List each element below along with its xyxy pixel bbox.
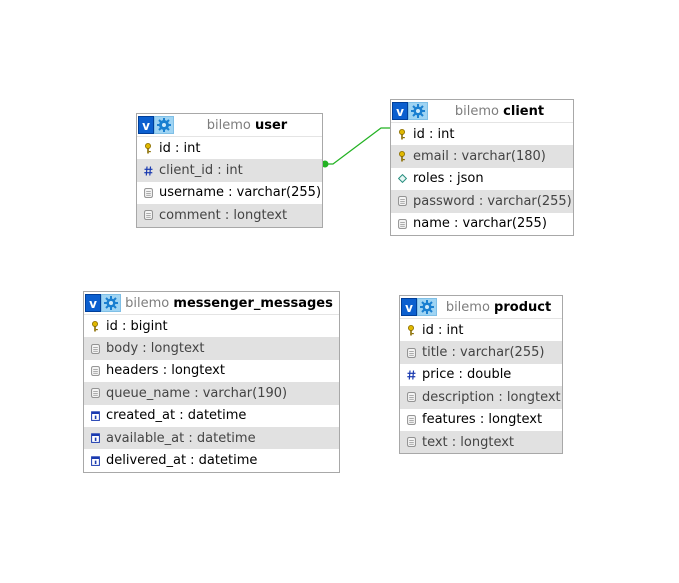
column-icon <box>88 366 102 376</box>
table-user[interactable]: v bilemo user id : int client_id : int use… <box>136 113 323 228</box>
column-row[interactable]: available_at : datetime <box>84 426 339 450</box>
gear-icon[interactable] <box>101 294 121 312</box>
column-label: id : bigint <box>106 318 168 334</box>
table-client[interactable]: v bilemo client id : int email : varchar(… <box>390 99 574 236</box>
column-icon <box>395 218 409 229</box>
diamond-icon <box>395 174 409 184</box>
relation-endpoint-dot <box>321 160 329 168</box>
column-row[interactable]: title : varchar(255) <box>400 341 562 364</box>
table-name: product <box>494 299 552 315</box>
table-title: bilemo user <box>174 118 322 133</box>
column-label: headers : longtext <box>106 363 225 379</box>
column-icon <box>141 210 155 221</box>
column-label: title : varchar(255) <box>422 345 545 361</box>
column-label: created_at : datetime <box>106 408 247 424</box>
column-row[interactable]: queue_name : varchar(190) <box>84 382 339 405</box>
database-name: bilemo <box>206 117 251 133</box>
column-icon <box>404 347 418 358</box>
table-name: messenger_messages <box>173 295 333 311</box>
table-title: bilemo client <box>428 104 573 119</box>
table-name: user <box>255 117 288 133</box>
column-icon <box>141 188 155 198</box>
column-label: features : longtext <box>422 412 543 428</box>
column-icon <box>404 392 418 403</box>
key-icon <box>395 128 409 140</box>
column-label: id : int <box>422 322 464 338</box>
gear-icon[interactable] <box>417 298 437 316</box>
column-row[interactable]: roles : json <box>391 168 573 190</box>
column-label: client_id : int <box>159 163 243 179</box>
column-label: roles : json <box>413 171 484 187</box>
column-label: password : varchar(255) <box>413 193 572 209</box>
column-label: name : varchar(255) <box>413 216 547 232</box>
column-row[interactable]: delivered_at : datetime <box>84 449 339 471</box>
database-name: bilemo <box>125 295 170 311</box>
column-label: id : int <box>159 140 201 156</box>
relation-user-client[interactable] <box>325 127 391 165</box>
column-label: text : longtext <box>422 434 515 450</box>
column-label: username : varchar(255) <box>159 185 322 201</box>
gear-icon[interactable] <box>154 116 174 134</box>
column-label: id : int <box>413 126 455 142</box>
calendar-icon <box>88 411 102 421</box>
column-icon <box>395 196 409 207</box>
gear-icon[interactable] <box>408 102 428 120</box>
column-row[interactable]: features : longtext <box>400 409 562 431</box>
column-icon <box>404 414 418 425</box>
calendar-icon <box>88 433 102 444</box>
column-icon <box>404 437 418 447</box>
database-name: bilemo <box>454 103 500 119</box>
table-menu-v-icon[interactable]: v <box>401 298 417 316</box>
column-icon <box>88 343 102 354</box>
column-label: email : varchar(180) <box>413 149 546 165</box>
column-row[interactable]: client_id : int <box>137 159 322 182</box>
column-label: available_at : datetime <box>106 430 256 446</box>
column-row[interactable]: text : longtext <box>400 430 562 454</box>
column-row[interactable]: id : int <box>400 319 562 341</box>
table-menu-v-icon[interactable]: v <box>85 294 101 312</box>
column-label: description : longtext <box>422 389 561 405</box>
key-icon <box>404 324 418 336</box>
table-header[interactable]: v bilemo client <box>391 100 573 123</box>
column-label: comment : longtext <box>159 207 288 223</box>
column-row[interactable]: name : varchar(255) <box>391 213 573 235</box>
table-title: bilemo product <box>437 300 562 315</box>
column-row[interactable]: password : varchar(255) <box>391 190 573 213</box>
column-row[interactable]: email : varchar(180) <box>391 145 573 168</box>
table-menu-v-icon[interactable]: v <box>392 102 408 120</box>
key-icon <box>395 151 409 162</box>
column-row[interactable]: created_at : datetime <box>84 405 339 427</box>
calendar-icon <box>88 455 102 466</box>
column-label: body : longtext <box>106 341 205 357</box>
column-row[interactable]: body : longtext <box>84 337 339 360</box>
column-label: delivered_at : datetime <box>106 453 258 469</box>
column-label: price : double <box>422 367 512 383</box>
table-product[interactable]: v bilemo product id : int title : varchar… <box>399 295 563 455</box>
key-icon <box>88 320 102 332</box>
hash-icon <box>404 370 418 380</box>
column-label: queue_name : varchar(190) <box>106 385 288 401</box>
table-header[interactable]: v bilemo product <box>400 296 562 319</box>
table-menu-v-icon[interactable]: v <box>138 116 154 134</box>
table-header[interactable]: v bilemo user <box>137 114 322 137</box>
column-row[interactable]: price : double <box>400 364 562 386</box>
column-row[interactable]: headers : longtext <box>84 360 339 382</box>
column-row[interactable]: id : int <box>391 123 573 145</box>
table-header[interactable]: v bilemo messenger_messages <box>84 292 339 315</box>
column-icon <box>88 388 102 399</box>
hash-icon <box>141 166 155 176</box>
database-name: bilemo <box>445 299 490 315</box>
column-row[interactable]: comment : longtext <box>137 204 322 227</box>
column-row[interactable]: description : longtext <box>400 386 562 409</box>
column-row[interactable]: id : int <box>137 137 322 159</box>
table-name: client <box>503 103 545 119</box>
column-row[interactable]: username : varchar(255) <box>137 182 322 204</box>
key-icon <box>141 142 155 154</box>
table-messenger-messages[interactable]: v bilemo messenger_messages id : bigint b… <box>83 291 340 473</box>
column-row[interactable]: id : bigint <box>84 315 339 337</box>
table-title: bilemo messenger_messages <box>121 296 339 311</box>
